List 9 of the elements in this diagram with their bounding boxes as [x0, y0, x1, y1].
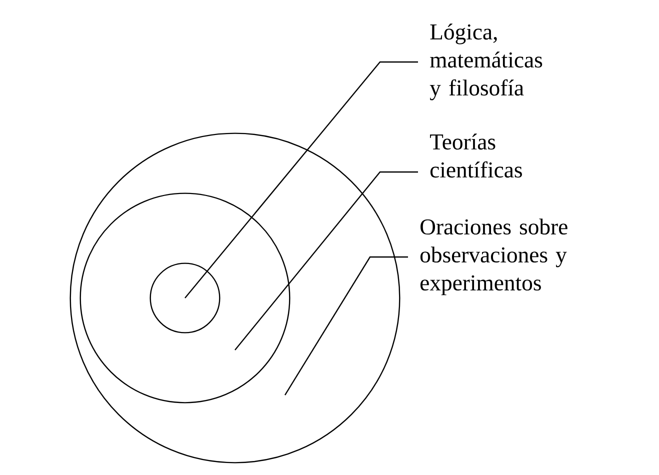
leader-line: [184, 61, 418, 298]
circle: [70, 132, 400, 464]
circle: [80, 192, 290, 404]
circle: [150, 262, 220, 334]
label-text: Lógica, matemáticas y filosofía: [430, 24, 542, 100]
label-text: Oraciones sobre observaciones y experimentos: [420, 218, 568, 296]
leader-line: [234, 171, 418, 350]
leader-line: [284, 256, 408, 396]
label-text: Teorías científicas: [430, 134, 522, 178]
